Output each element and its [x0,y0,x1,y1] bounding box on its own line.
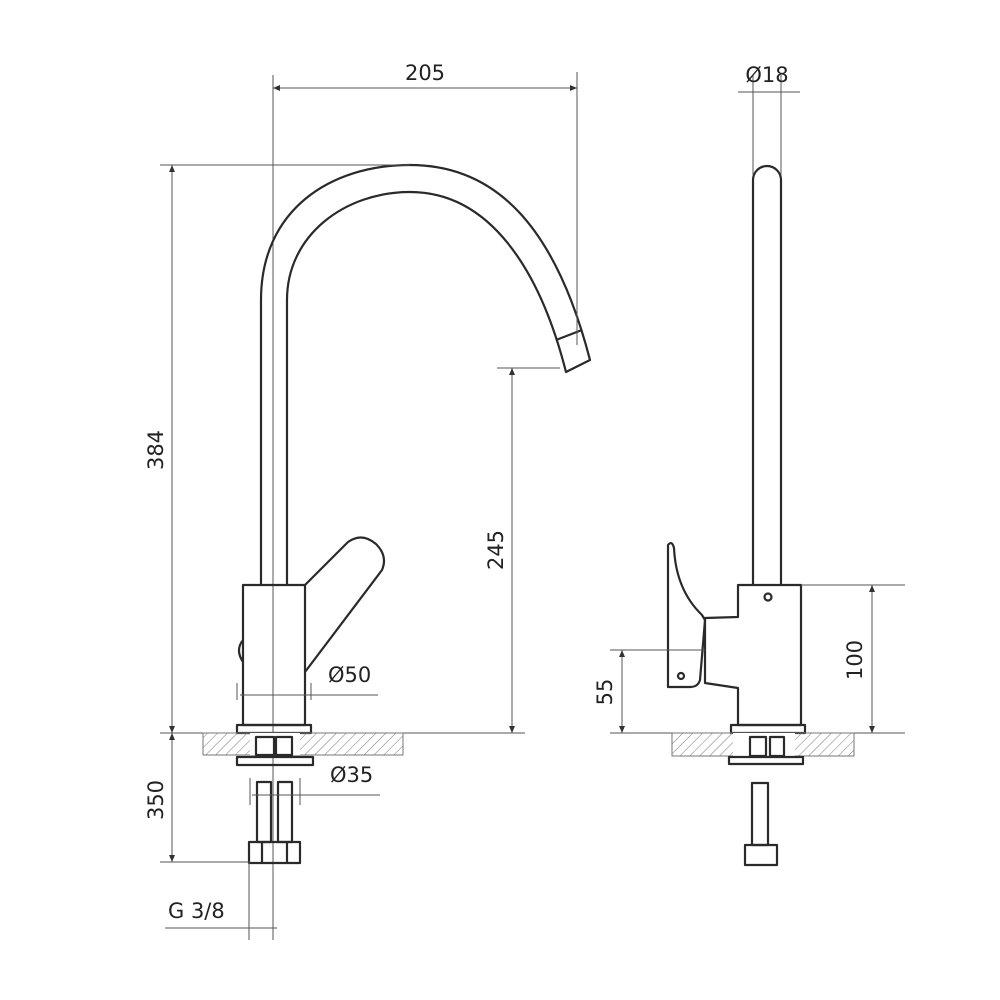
nozzle-edge [555,328,583,342]
dim-connection-thread: G 3/8 [168,899,225,923]
front-view: 205 384 245 Ø50 Ø35 350 G 3/8 [144,61,592,940]
spout-side [751,164,783,585]
faucet-body [241,583,307,727]
mounting-plate [235,755,315,767]
dim-spout-diameter: Ø18 [745,63,788,87]
lever-handle-side [666,542,707,689]
hose-nut [247,840,302,865]
dim-spout-height: 245 [484,530,508,570]
faucet-body-side [703,583,803,727]
spout [259,163,592,585]
dim-hose-length: 350 [144,780,168,820]
countertop-hole [733,733,795,756]
shank [254,735,276,757]
base-ring [729,723,807,735]
lever-handle [304,536,386,673]
dim-total-height: 384 [144,430,168,470]
dim-shank-diameter: Ø35 [330,763,373,787]
mounting-plate [727,755,805,766]
dim-body-diameter: Ø50 [328,663,371,687]
handle-pivot-hole [676,671,686,681]
supply-hose [750,781,770,847]
countertop-section [202,732,404,756]
body-screw-hole [763,592,773,602]
supply-hose [276,780,294,844]
dim-handle-height: 55 [593,679,617,706]
dim-body-height: 100 [843,640,867,680]
dim-spout-reach: 205 [405,61,445,85]
side-view: Ø18 100 55 [593,63,905,867]
shank [274,735,294,757]
hose-nut [743,843,779,867]
supply-hose [255,780,273,844]
base-ring [235,723,313,735]
aerator-bump [237,639,244,663]
